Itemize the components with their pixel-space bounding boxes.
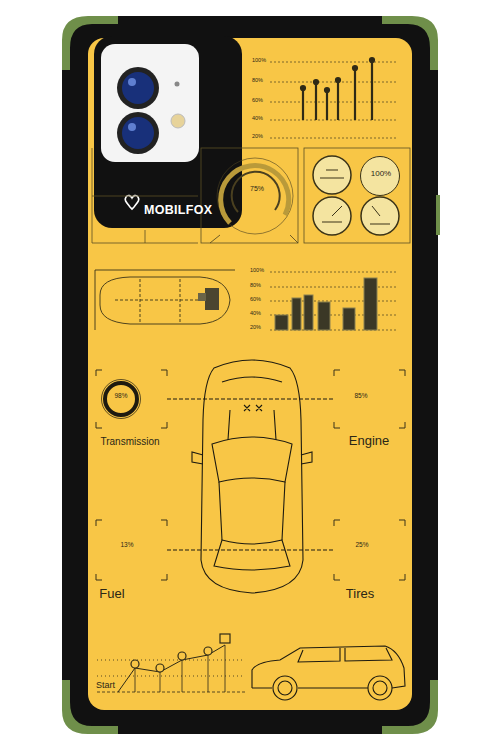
axis-label: 60% (250, 297, 261, 303)
heading-text: Transmission (100, 437, 159, 447)
axis-label: 100% (250, 268, 264, 274)
value-text: 25% (355, 542, 368, 549)
axis-label: 100% (252, 58, 266, 64)
status-box: 85%Engine (334, 370, 405, 428)
axis-label: 80% (252, 78, 263, 84)
value-text: 100% (371, 170, 391, 178)
heading-text: Engine (349, 434, 389, 447)
axis-label: 80% (250, 283, 261, 289)
connector-line (167, 550, 334, 551)
value-text: 85% (354, 393, 367, 400)
status-box: 13%Fuel (96, 520, 167, 580)
status-box: 25%Tires (334, 520, 405, 580)
value-text: 75% (250, 185, 264, 192)
timeline-label: Start (96, 681, 115, 690)
status-box: 98%Transmission (96, 370, 167, 428)
value-text: 13% (120, 542, 133, 549)
axis-label: 60% (252, 98, 263, 104)
connector-line (167, 399, 334, 400)
value-text: 98% (114, 393, 127, 400)
heading-text: Fuel (99, 587, 124, 600)
gauge-panel: 75% (201, 148, 298, 243)
brand-logo: MOBILFOX (144, 204, 212, 217)
axis-label: 20% (252, 134, 263, 140)
heading-text: Tires (346, 587, 374, 600)
axis-label: 20% (250, 325, 261, 331)
dial-gauge: 100% (360, 156, 400, 196)
axis-label: 40% (252, 116, 263, 122)
axis-label: 40% (250, 311, 261, 317)
